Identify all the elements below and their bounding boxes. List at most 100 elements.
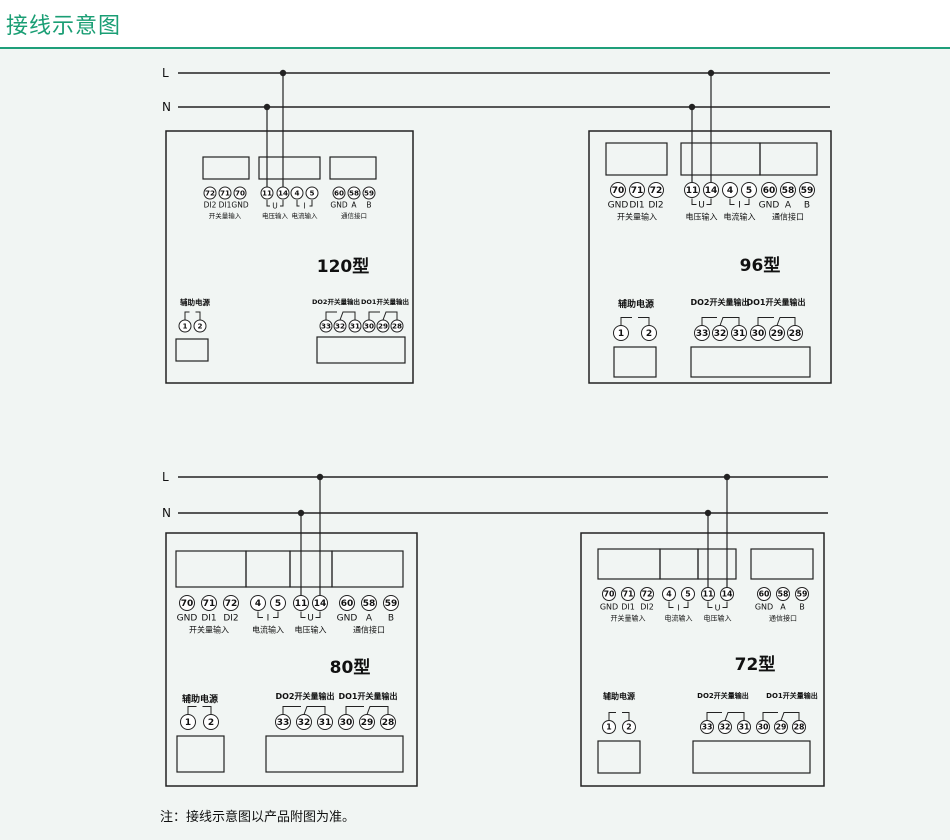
module-box	[258, 156, 321, 180]
terminal-number: 29	[378, 322, 388, 331]
terminal-number: 33	[702, 723, 713, 732]
terminal-number: 2	[197, 322, 202, 331]
do-contact-bracket	[366, 706, 389, 715]
do-contact-bracket	[345, 706, 364, 715]
terminal-caption: DI2	[648, 201, 663, 211]
terminal-caption: B	[799, 603, 805, 612]
module-box	[750, 548, 814, 580]
terminal-circle	[613, 325, 629, 341]
terminal-circle	[774, 720, 788, 734]
terminal-number: 32	[714, 329, 727, 339]
terminal-caption: B	[388, 614, 394, 624]
group-label: 通信接口	[353, 625, 385, 635]
terminal-circle	[201, 595, 217, 611]
terminal-caption: DI2	[204, 201, 217, 210]
terminal-number: 58	[349, 189, 359, 198]
terminal-bracket	[707, 601, 713, 608]
terminal-circle	[700, 720, 714, 734]
terminal-number: 4	[294, 189, 299, 198]
group-label: 通信接口	[769, 614, 797, 623]
terminal-number: 31	[319, 718, 332, 728]
terminal-caption: A	[366, 614, 373, 624]
aux-bracket	[202, 706, 212, 715]
group-label: 电压输入	[686, 212, 718, 222]
junction-dot	[707, 69, 715, 77]
terminal-number: 11	[686, 186, 699, 196]
aux-power-label: 辅助电源	[182, 693, 218, 705]
terminal-circle	[380, 714, 396, 730]
group-label: 电流输入	[292, 211, 319, 220]
terminal-circle	[218, 186, 232, 200]
terminal-number: 2	[626, 723, 631, 732]
terminal-circle	[339, 595, 355, 611]
junction-dot	[297, 509, 305, 517]
terminal-circle	[305, 186, 319, 200]
group-label: 电流输入	[252, 625, 284, 635]
terminal-circle	[376, 319, 390, 333]
terminal-circle	[602, 587, 616, 601]
group-label: 电流输入	[724, 212, 756, 222]
terminal-caption: GND	[177, 614, 198, 624]
terminal-caption: DI2	[223, 614, 238, 624]
terminal-caption: A	[785, 201, 792, 211]
terminal-number: 71	[203, 599, 216, 609]
terminal-number: 72	[650, 186, 663, 196]
terminal-circle	[792, 720, 806, 734]
do-contact-bracket	[780, 712, 800, 721]
group-label: 电压输入	[704, 614, 732, 623]
terminal-circle	[622, 720, 636, 734]
bus-label-N: N	[162, 506, 171, 520]
terminal-number: 28	[382, 718, 395, 728]
aux-bracket	[608, 712, 616, 721]
aux-power-label: 辅助电源	[603, 691, 635, 701]
terminal-circle	[390, 319, 404, 333]
meter-body-m72	[580, 532, 825, 787]
terminal-number: 60	[759, 590, 770, 599]
terminal-bracket	[257, 611, 263, 618]
terminal-number: 30	[340, 718, 353, 728]
terminal-circle	[250, 595, 266, 611]
terminal-circle	[223, 595, 239, 611]
module-box	[605, 142, 668, 176]
aux-power-label: 辅助电源	[618, 298, 654, 310]
terminal-number: 11	[262, 189, 272, 198]
terminal-caption: DI1	[201, 614, 216, 624]
terminal-bracket	[280, 200, 284, 207]
terminal-number: 1	[182, 322, 187, 331]
terminal-circle	[361, 595, 377, 611]
terminal-number: 59	[385, 599, 398, 609]
junction-dot	[279, 69, 287, 77]
terminal-number: 58	[778, 590, 789, 599]
aux-module-box	[597, 740, 641, 774]
aux-power-label: 辅助电源	[180, 297, 210, 307]
terminal-circle	[362, 186, 376, 200]
terminal-circle	[737, 720, 751, 734]
terminal-circle	[383, 595, 399, 611]
group-label: 电压输入	[295, 625, 327, 635]
terminal-circle	[348, 319, 362, 333]
terminal-circle	[193, 319, 207, 333]
terminal-bracket	[744, 198, 750, 205]
terminal-number: 14	[278, 189, 288, 198]
terminal-number: 14	[722, 590, 733, 599]
aux-bracket	[622, 712, 630, 721]
terminal-number: 32	[335, 322, 345, 331]
terminal-circle	[621, 587, 635, 601]
terminal-bracket	[300, 611, 306, 618]
model-name-m80: 80型	[330, 657, 371, 678]
terminal-number: 29	[776, 723, 787, 732]
terminal-number: 60	[341, 599, 354, 609]
terminal-circle	[275, 714, 291, 730]
module-box	[331, 550, 404, 588]
aux-module-box	[176, 735, 225, 773]
terminal-number: 5	[746, 186, 752, 196]
group-label: 通信接口	[772, 212, 804, 222]
do2-label: DO2开关量输出	[312, 297, 360, 306]
terminal-circle	[178, 319, 192, 333]
do-contact-bracket	[368, 311, 380, 320]
terminal-number: 30	[752, 329, 765, 339]
do-contact-bracket	[757, 317, 774, 326]
module-box	[759, 142, 818, 176]
group-label: 电流输入	[665, 614, 693, 623]
